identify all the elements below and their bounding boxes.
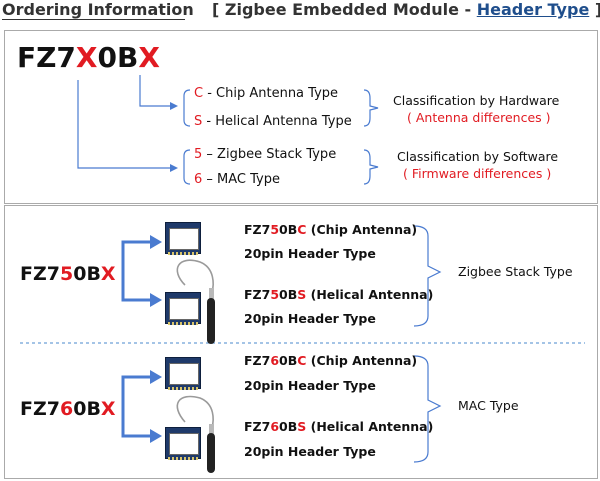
title-underline — [2, 19, 185, 20]
code-digit: 6 — [59, 398, 74, 420]
option-code: S — [194, 114, 203, 129]
antenna-connector-750 — [209, 288, 214, 300]
group760-item1-title: FZ760BC (Chip Antenna) — [244, 353, 418, 368]
group760-code: FZ760BX — [20, 398, 116, 420]
code-prefix: FZ7 — [20, 398, 60, 420]
code-breakdown-panel — [4, 30, 598, 204]
option-text: – MAC Type — [206, 172, 281, 187]
option-text: – Zigbee Stack Type — [206, 147, 337, 162]
software-option-mac: 6 – MAC Type — [194, 172, 280, 187]
module-image-helical-750 — [165, 292, 201, 325]
option-text: - Chip Antenna Type — [207, 86, 339, 101]
code-var: X — [100, 263, 116, 285]
hardware-classification-note: ( Antenna differences ) — [407, 110, 551, 125]
hardware-option-helical: S - Helical Antenna Type — [194, 114, 352, 129]
code-var: X — [100, 398, 116, 420]
module-label: Zigbee Embedded Module — [224, 0, 459, 19]
software-option-zigbee: 5 – Zigbee Stack Type — [194, 147, 336, 162]
variants-panel — [4, 205, 598, 479]
part-code-prefix: FZ7 — [17, 41, 76, 74]
module-image-helical-760 — [165, 427, 201, 460]
option-code: 6 — [194, 172, 203, 187]
part-code-var1: X — [75, 41, 98, 74]
group760-item1-subtitle: 20pin Header Type — [244, 378, 376, 393]
group750-item1-subtitle: 20pin Header Type — [244, 246, 376, 261]
group760-classification: MAC Type — [458, 398, 519, 413]
antenna-connector-760 — [209, 424, 214, 436]
antenna-icon — [207, 433, 215, 473]
code-digit: 5 — [59, 263, 74, 285]
software-classification-note: ( Firmware differences ) — [403, 166, 552, 181]
code-mid: 0B — [73, 263, 101, 285]
group750-item2-subtitle: 20pin Header Type — [244, 311, 376, 326]
bracket-close: ] — [595, 0, 600, 19]
option-code: 5 — [194, 147, 203, 162]
option-code: C — [194, 86, 204, 101]
bracket-open: [ — [212, 0, 220, 19]
code-mid: 0B — [73, 398, 101, 420]
code-prefix: FZ7 — [20, 263, 60, 285]
page-title: Ordering Information — [2, 0, 194, 19]
option-text: - Helical Antenna Type — [206, 114, 352, 129]
group760-item2-title: FZ760BS (Helical Antenna) — [244, 419, 434, 434]
antenna-icon — [207, 298, 215, 344]
group750-item1-title: FZ750BC (Chip Antenna) — [244, 222, 418, 237]
hardware-classification-title: Classification by Hardware — [393, 93, 560, 108]
page-subtitle: [ Zigbee Embedded Module - Header Type ] — [212, 0, 600, 19]
part-code-var2: X — [138, 41, 160, 74]
group750-code: FZ750BX — [20, 263, 116, 285]
group750-classification: Zigbee Stack Type — [458, 264, 573, 279]
module-image-chip-750 — [165, 222, 201, 255]
header-type-label: Header Type — [476, 0, 590, 19]
software-classification-title: Classification by Software — [397, 149, 559, 164]
dash: - — [464, 0, 472, 19]
part-code-mid: 0B — [97, 41, 139, 74]
part-code-template: FZ7X0BX — [17, 41, 160, 74]
module-image-chip-760 — [165, 357, 201, 390]
group750-item2-title: FZ750BS (Helical Antenna) — [244, 287, 434, 302]
group760-item2-subtitle: 20pin Header Type — [244, 444, 376, 459]
hardware-option-chip: C - Chip Antenna Type — [194, 86, 338, 101]
